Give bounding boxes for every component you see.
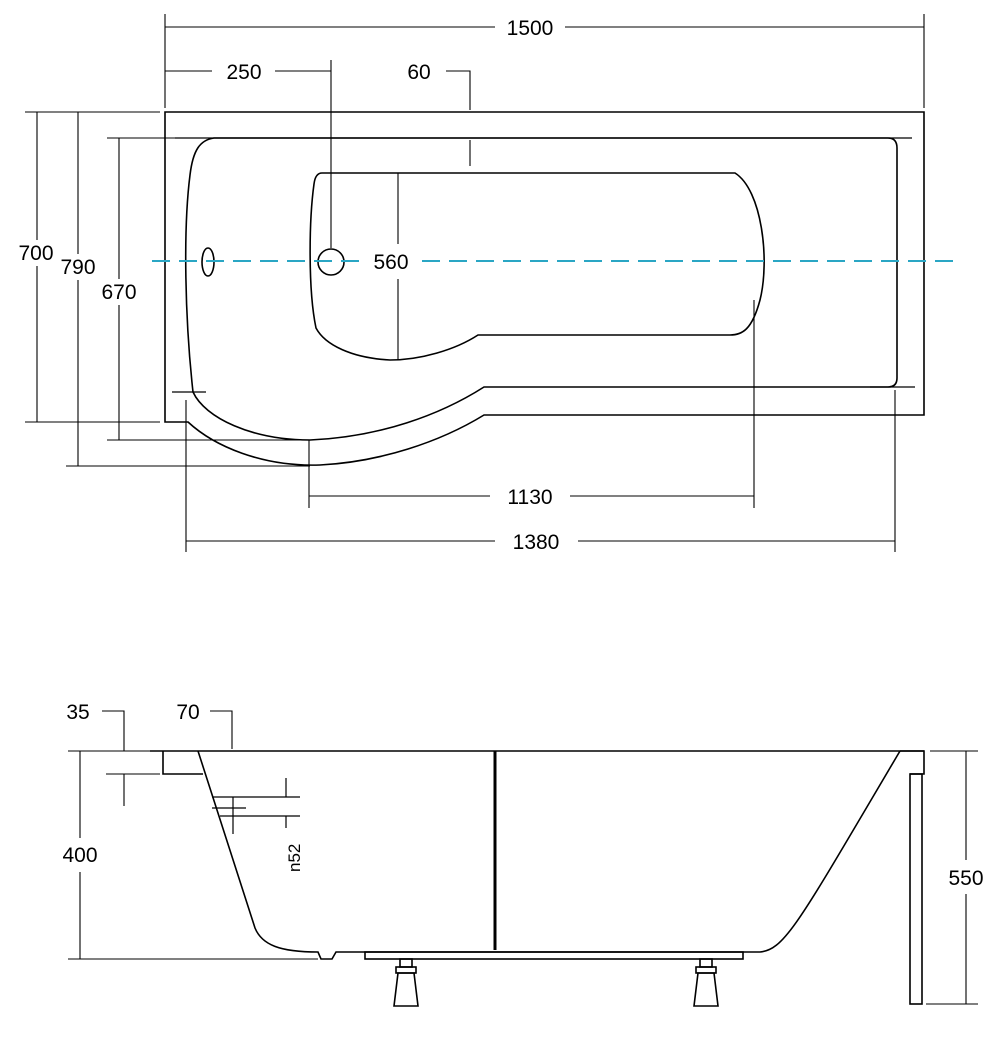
outer-rim-outline [164,111,925,466]
dim-70-leader [210,710,233,749]
dim-1500-label: 1500 [507,17,554,40]
dim-35-label: 35 [66,701,89,724]
dim-670-label-bg [96,279,142,305]
side-support-frame [364,951,744,960]
basin-bottom-outline [309,172,765,361]
dim-700-label-bg [12,240,60,266]
side-foot-left [393,958,419,1007]
inner-rim-outline [184,137,898,441]
side-rim-right-block [900,750,925,775]
side-rim-left-block [162,751,203,775]
dim-560-label: 560 [373,251,408,274]
dim-1380-label: 1380 [513,531,560,554]
dim-700-label: 700 [18,242,53,265]
dim-670-label: 670 [101,281,136,304]
dim-560-label-bg [366,248,416,274]
dim-1130-label: 1130 [507,486,552,509]
dim-n52-label: n52 [285,844,304,872]
dim-60-leader [446,70,471,110]
side-panel-leg [909,773,923,1005]
top-view: 1500 250 60 700 790 670 560 [12,14,958,554]
dim-790-label-bg [55,254,101,280]
dim-250-label: 250 [226,61,261,84]
dim-60-label: 60 [407,61,430,84]
dim-70-label: 70 [176,701,199,724]
side-tub-body [197,750,901,960]
dim-400-label: 400 [62,844,97,867]
dim-790-label: 790 [60,256,95,279]
dim-550-label: 550 [948,867,983,890]
dim-35-leader [102,710,125,751]
side-view: n52 35 70 400 550 [62,701,984,1007]
side-foot-right [693,958,719,1007]
